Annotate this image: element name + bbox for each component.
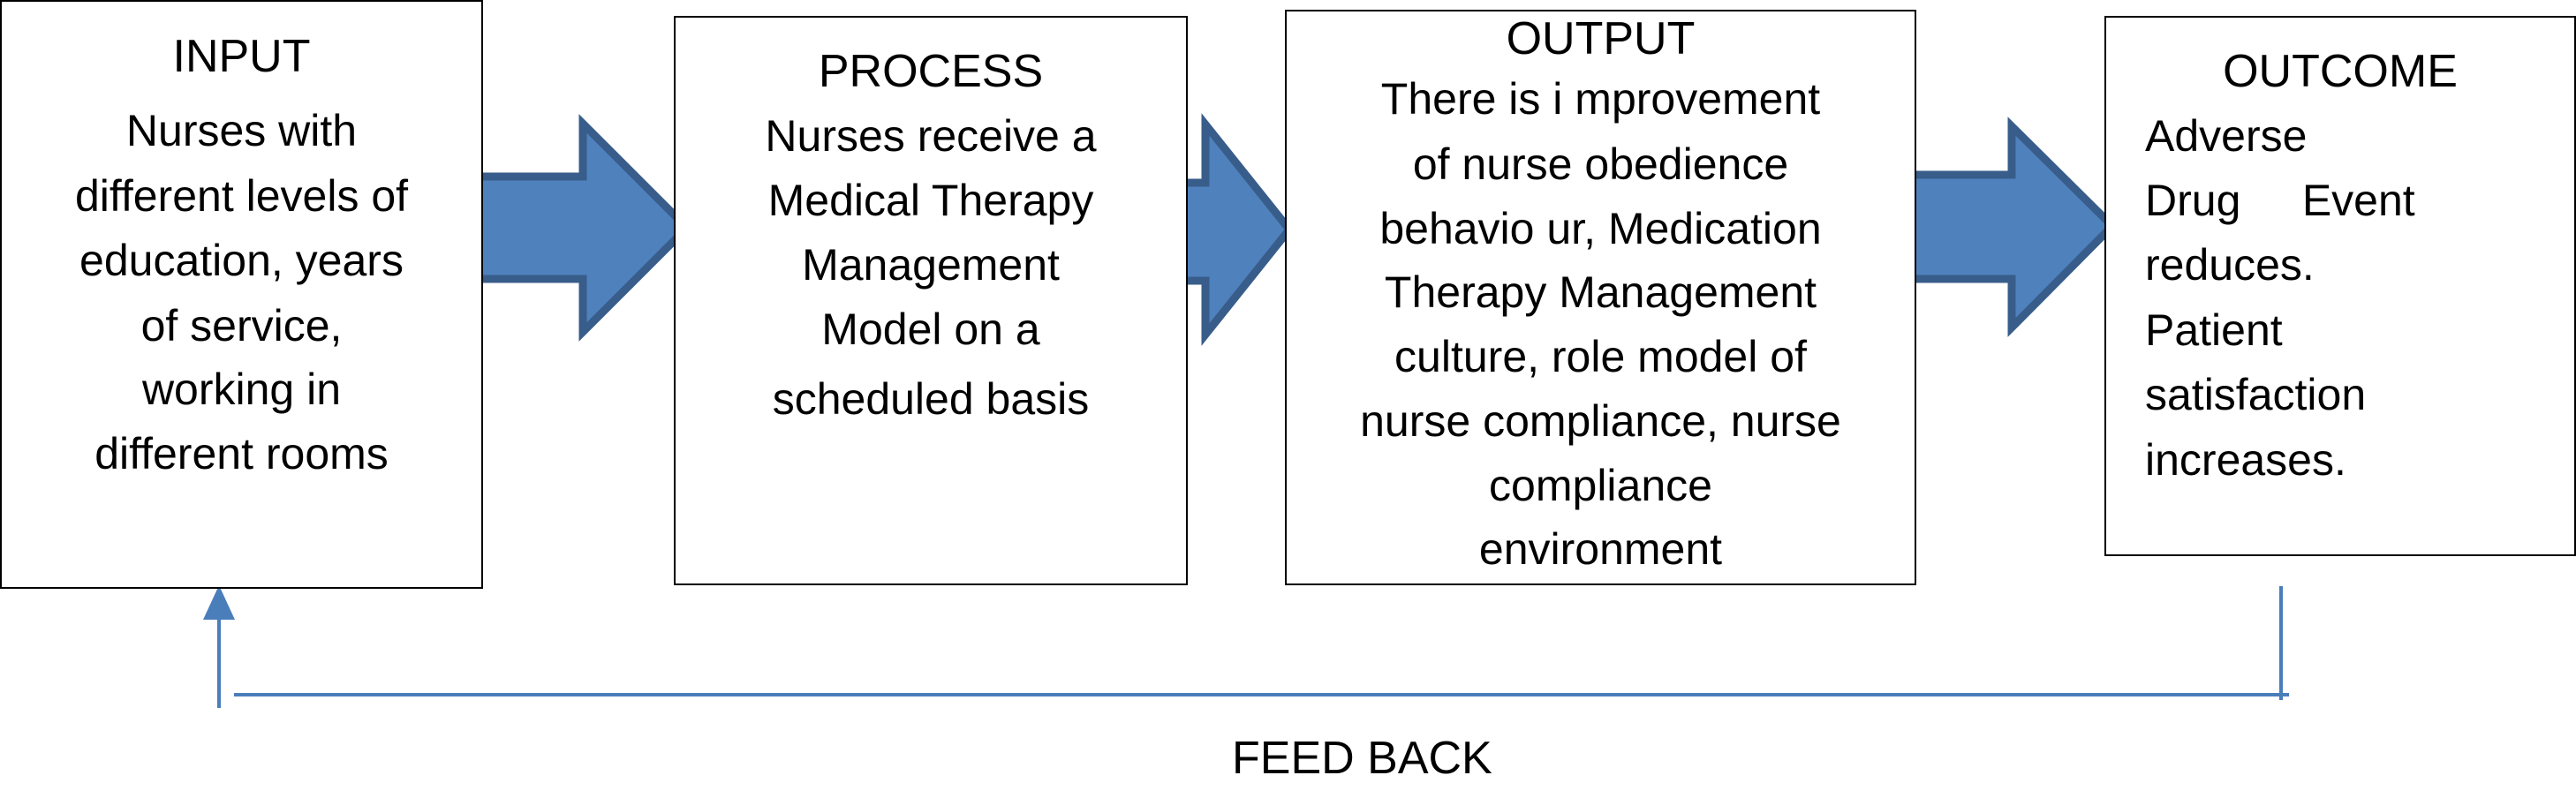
input-line: different levels of	[74, 171, 409, 221]
output-line: There is i mprovement	[1380, 74, 1821, 124]
output-line: culture, role model of	[1394, 332, 1807, 381]
input-line: education, years	[79, 236, 404, 285]
process-line: scheduled basis	[772, 374, 1090, 424]
arrow-output-to-outcome	[1907, 117, 2119, 337]
outcome-line: satisfaction	[2145, 370, 2367, 419]
output-line: behavio ur, Medication	[1379, 204, 1822, 253]
feedback-label: FEED BACK	[1232, 733, 1492, 784]
input-line: different rooms	[94, 429, 389, 478]
outcome-line: Drug Event	[2145, 176, 2415, 225]
output-line: nurse compliance, nurse	[1360, 396, 1841, 446]
process-box: PROCESS Nurses receive a Medical Therapy…	[674, 16, 1188, 585]
input-box: INPUT Nurses with different levels of ed…	[0, 0, 483, 589]
feedback-arrowhead-up	[203, 585, 235, 620]
output-title: OUTPUT	[1506, 13, 1696, 64]
outcome-title: OUTCOME	[2223, 46, 2458, 97]
output-line: of nurse obedience	[1412, 139, 1789, 189]
outcome-line: reduces.	[2145, 240, 2315, 290]
output-line: environment	[1478, 524, 1723, 574]
input-title: INPUT	[172, 31, 311, 82]
process-title: PROCESS	[818, 46, 1044, 97]
input-line: of service,	[140, 301, 343, 350]
outcome-box: OUTCOME Adverse Drug Event reduces. Pati…	[2104, 16, 2576, 556]
process-line: Management	[802, 240, 1060, 290]
input-line: working in	[141, 365, 342, 414]
outcome-line: Adverse	[2145, 111, 2308, 161]
input-line: Nurses with	[125, 106, 358, 155]
arrow-input-to-process	[470, 114, 693, 342]
outcome-line: Patient	[2145, 305, 2283, 355]
outcome-line: increases.	[2145, 435, 2346, 485]
process-line: Model on a	[821, 305, 1040, 354]
process-line: Medical Therapy	[767, 176, 1094, 225]
process-line: Nurses receive a	[765, 111, 1097, 161]
output-line: Therapy Management	[1384, 267, 1817, 317]
output-box: OUTPUT There is i mprovement of nurse ob…	[1285, 10, 1916, 585]
output-line: compliance	[1489, 461, 1712, 510]
